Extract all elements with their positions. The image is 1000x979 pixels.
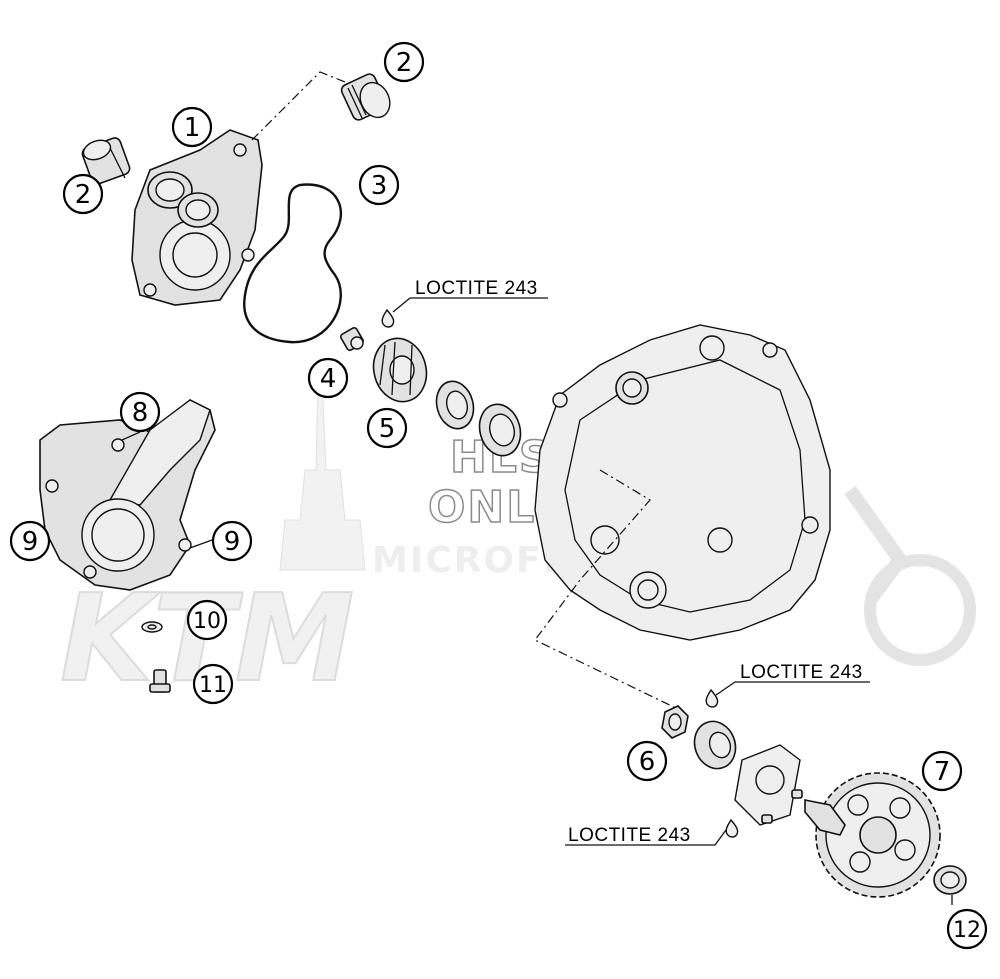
callout-9-left: 9 [9, 520, 51, 562]
watermark-tower [279, 379, 366, 571]
clutch-cover [534, 324, 831, 641]
watermark-wheel [864, 554, 976, 666]
svg-text:12: 12 [953, 918, 981, 943]
callout-7: 7 [921, 750, 963, 792]
callout-8: 8 [119, 391, 161, 433]
part-bearing [693, 720, 737, 770]
callout-4: 4 [307, 357, 349, 399]
part-11-screw [149, 669, 171, 693]
svg-text:8: 8 [132, 398, 149, 428]
part-4-bolt [340, 327, 364, 351]
svg-text:4: 4 [320, 364, 337, 394]
part-8-pump-housing [39, 398, 216, 591]
part-5-impeller [372, 337, 428, 403]
loctite-drop-icon [381, 308, 395, 328]
svg-text:3: 3 [371, 171, 388, 201]
svg-text:11: 11 [199, 673, 227, 698]
svg-text:6: 6 [639, 747, 656, 777]
callout-12: 12 [946, 908, 988, 950]
callout-3: 3 [358, 164, 400, 206]
part-5-seal-b [478, 403, 522, 457]
callout-10: 10 [186, 599, 228, 641]
part-7-gear [804, 772, 941, 898]
callout-5: 5 [366, 407, 408, 449]
part-2-nipple-left [81, 137, 131, 185]
loctite-leader-3 [565, 829, 727, 846]
part-3-o-ring [243, 183, 343, 344]
callout-11: 11 [192, 663, 234, 705]
part-10-washer [141, 621, 163, 633]
part-1-pump-cover [131, 129, 263, 306]
callout-6: 6 [626, 740, 668, 782]
svg-text:7: 7 [934, 757, 951, 787]
svg-text:1: 1 [184, 113, 201, 143]
svg-text:9: 9 [224, 527, 241, 557]
callout-9-right: 9 [211, 520, 253, 562]
loctite-leader-2 [715, 681, 870, 696]
loctite-label-3: LOCTITE 243 [568, 825, 691, 846]
callout-2-top: 2 [383, 41, 425, 83]
part-12-needle-bearing [933, 865, 967, 895]
part-6-nut [661, 705, 689, 739]
callout-1: 1 [171, 106, 213, 148]
svg-text:2: 2 [75, 180, 92, 210]
svg-text:2: 2 [396, 48, 413, 78]
loctite-drop-icon [725, 818, 739, 838]
part-5-seal-a [435, 380, 475, 430]
svg-text:9: 9 [22, 527, 39, 557]
loctite-label-2: LOCTITE 243 [740, 662, 863, 683]
svg-text:5: 5 [379, 414, 396, 444]
callout-2-left: 2 [62, 173, 104, 215]
watermark-fork [844, 485, 909, 605]
svg-text:10: 10 [193, 609, 221, 634]
part-small-screws [761, 789, 803, 824]
loctite-label-1: LOCTITE 243 [415, 278, 538, 299]
part-gasket-plate [734, 744, 801, 826]
part-2-nipple-top [340, 73, 391, 121]
leader-dash-1-2 [251, 71, 346, 141]
leader-dash-cover [534, 469, 681, 711]
loctite-leader-1 [392, 297, 548, 313]
loctite-drop-icon [705, 688, 719, 708]
